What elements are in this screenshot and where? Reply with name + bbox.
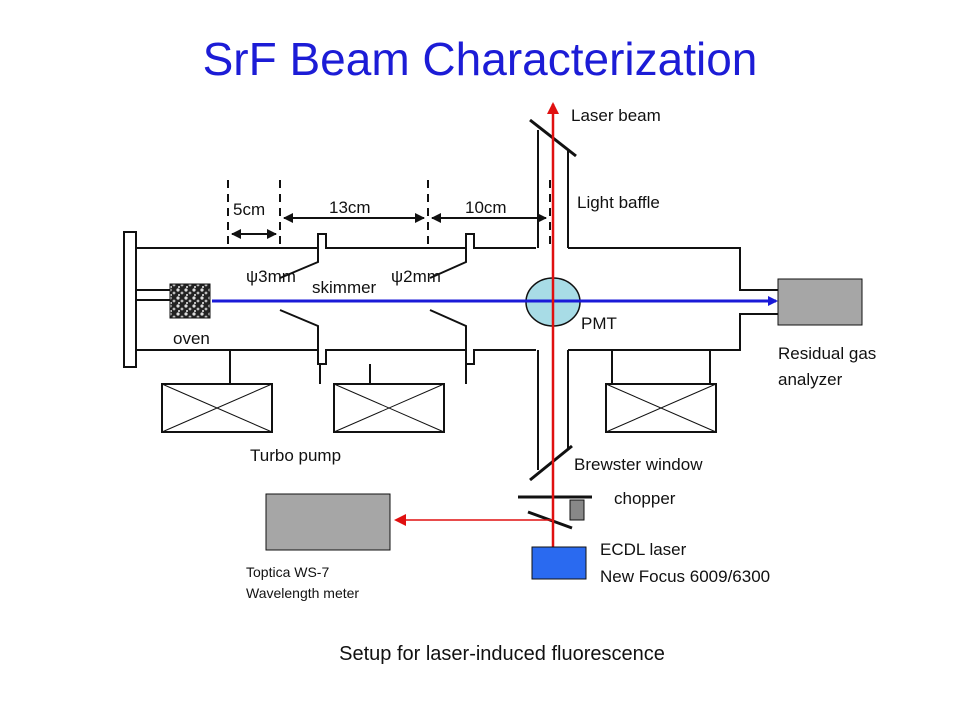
- brewster-window-mirror: [529, 444, 573, 482]
- label-skimmer: skimmer: [312, 278, 377, 297]
- label-5cm: 5cm: [233, 200, 265, 219]
- figure-caption: Setup for laser-induced fluorescence: [339, 643, 665, 665]
- label-wavemeter-line1: Toptica WS-7: [246, 564, 329, 580]
- oven-flange: [123, 231, 137, 368]
- label-13cm: 13cm: [329, 198, 371, 217]
- label-rga-line1: Residual gas: [778, 344, 876, 363]
- ecdl-laser: [531, 546, 587, 580]
- label-oven: oven: [173, 329, 210, 348]
- oven-block: [169, 283, 211, 319]
- turbo-pump-left: [161, 383, 273, 433]
- label-rga-line2: analyzer: [778, 370, 843, 389]
- residual-gas-analyzer: [777, 278, 863, 326]
- label-wavemeter-line2: Wavelength meter: [246, 585, 359, 601]
- chopper-motor: [569, 499, 585, 521]
- wavelength-meter: [265, 493, 391, 551]
- page-title: SrF Beam Characterization: [203, 33, 758, 85]
- label-ecdl-line1: ECDL laser: [600, 540, 687, 559]
- turbo-pump-right: [605, 383, 717, 433]
- label-brewster-window: Brewster window: [574, 455, 703, 474]
- label-ecdl-line2: New Focus 6009/6300: [600, 567, 770, 586]
- label-chopper: chopper: [614, 489, 676, 508]
- label-light-baffle: Light baffle: [577, 193, 660, 212]
- label-10cm: 10cm: [465, 198, 507, 217]
- label-aperture-3mm: ψ3mm: [246, 267, 296, 286]
- label-pmt: PMT: [581, 314, 617, 333]
- label-aperture-2mm: ψ2mm: [391, 267, 441, 286]
- label-laser-beam: Laser beam: [571, 106, 661, 125]
- turbo-pump-middle: [333, 383, 445, 433]
- chamber-walls: [123, 130, 778, 470]
- label-turbo-pump: Turbo pump: [250, 446, 341, 465]
